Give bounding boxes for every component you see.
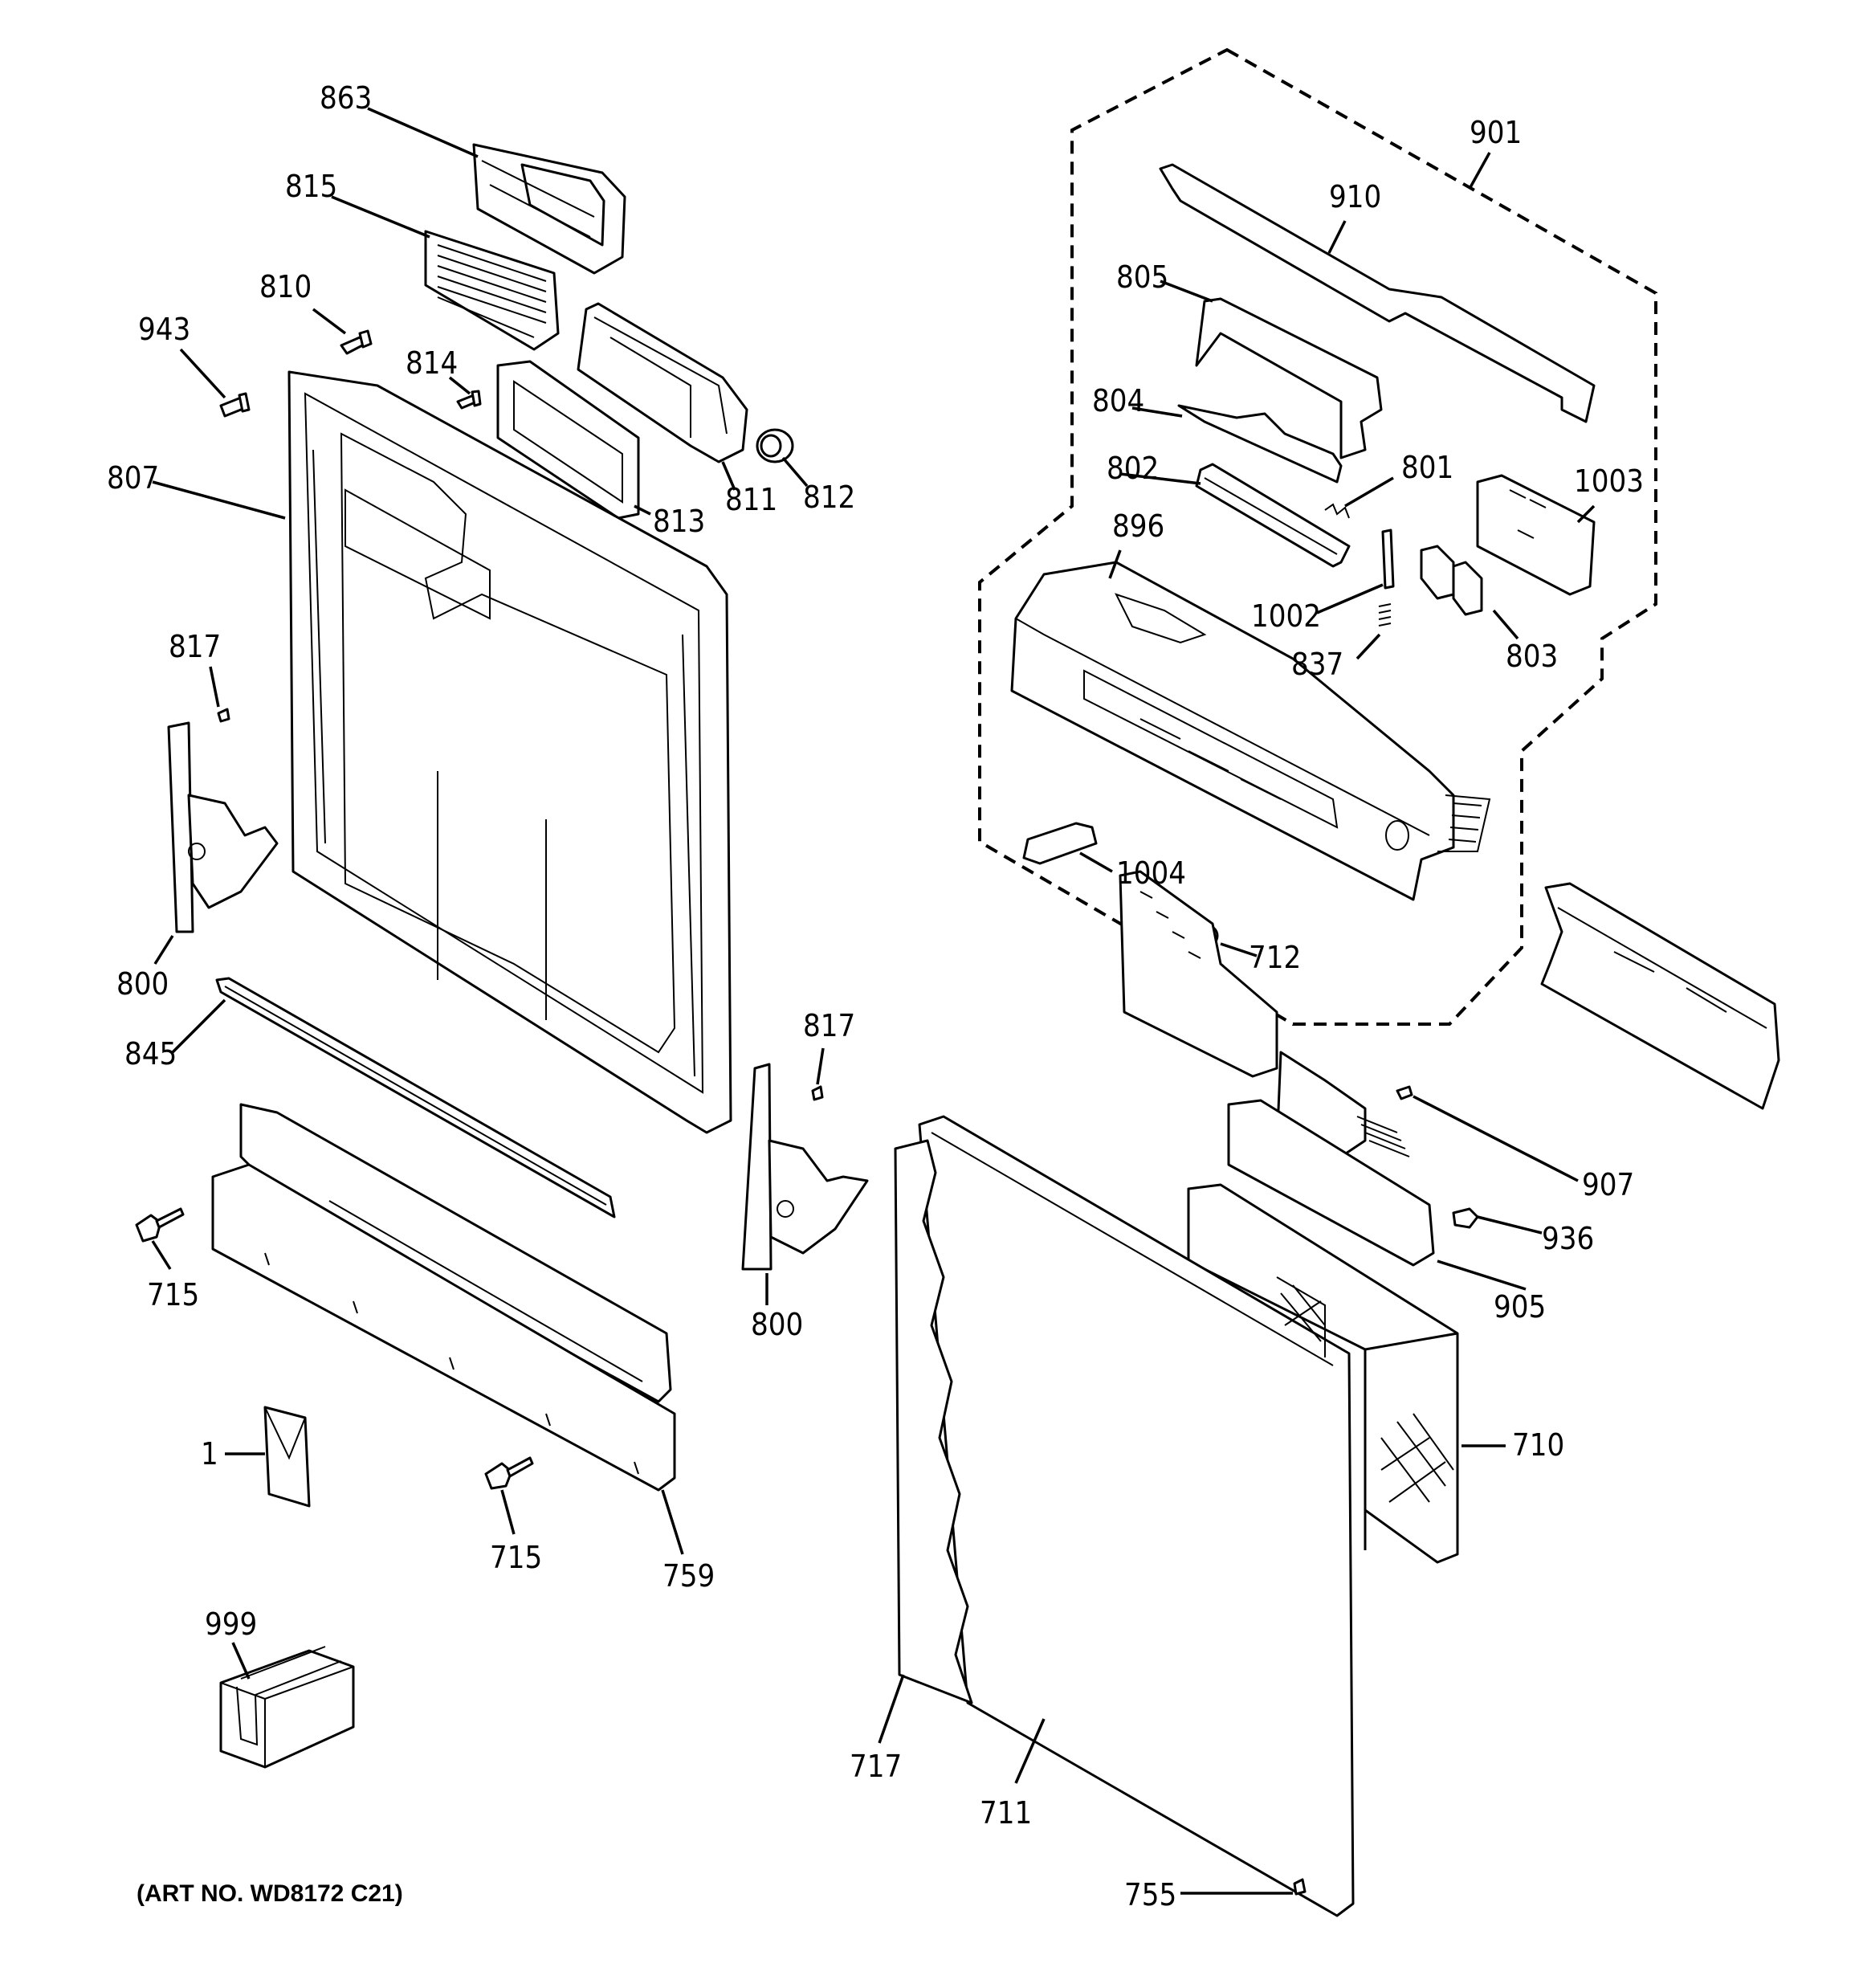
part-800-hinge-right (741, 1063, 869, 1271)
part-804-latch-bracket (1177, 404, 1343, 484)
part-711-outer-door-panel (918, 1115, 1355, 1917)
part-717-door-side-trim (894, 1139, 973, 1704)
label-715-left: 715 (147, 1277, 199, 1312)
label-1: 1 (201, 1436, 218, 1472)
label-910: 910 (1329, 179, 1381, 214)
part-815-vent-grille (424, 230, 560, 351)
label-804: 804 (1092, 383, 1144, 418)
label-807: 807 (107, 460, 159, 496)
label-817-left: 817 (169, 629, 221, 664)
label-812: 812 (803, 480, 855, 515)
label-755: 755 (1124, 1877, 1176, 1912)
label-712: 712 (1249, 940, 1301, 975)
part-936-clip (1452, 1207, 1479, 1229)
label-863: 863 (320, 80, 372, 116)
label-811: 811 (725, 482, 777, 517)
label-803: 803 (1506, 639, 1558, 674)
part-755-screw (1293, 1878, 1307, 1896)
part-817-screw-right (811, 1085, 824, 1101)
label-717: 717 (850, 1749, 902, 1784)
part-1-literature-envelope (263, 1406, 311, 1508)
label-813: 813 (653, 504, 705, 539)
part-905-button-strip (1119, 870, 1435, 1267)
part-813-dispenser-gasket (496, 360, 640, 520)
label-1002: 1002 (1251, 598, 1321, 634)
part-805-switch-bracket (1195, 297, 1383, 459)
part-801-spring (1324, 503, 1350, 519)
part-715-screw-middle (484, 1456, 534, 1490)
label-905: 905 (1494, 1289, 1546, 1325)
label-845: 845 (124, 1036, 177, 1072)
label-711: 711 (980, 1795, 1032, 1831)
part-999-kit-box (219, 1646, 355, 1769)
label-810: 810 (259, 269, 312, 304)
label-1003: 1003 (1574, 463, 1644, 499)
callout-labels: 863 815 810 943 814 807 811 812 813 817 … (107, 80, 1644, 1912)
label-936: 936 (1542, 1221, 1594, 1256)
part-control-cover-tray (1540, 882, 1780, 1110)
part-759-toe-panel (211, 1103, 676, 1492)
part-910-mounting-bracket (1159, 163, 1596, 423)
label-999: 999 (205, 1606, 257, 1642)
part-863-vent-cover (472, 143, 626, 275)
label-710: 710 (1512, 1427, 1564, 1463)
part-837-spring (1378, 603, 1392, 627)
art-number: (ART NO. WD8172 C21) (137, 1880, 403, 1907)
part-710-door-insulation (1187, 1183, 1459, 1564)
part-845-door-strip (215, 977, 616, 1219)
part-800-hinge-left (167, 721, 279, 933)
part-817-screw-left (217, 708, 230, 723)
label-896: 896 (1112, 508, 1164, 544)
part-807-inner-door-panel (287, 370, 732, 1134)
part-803-door-switch (1420, 545, 1483, 616)
label-901: 901 (1470, 115, 1522, 150)
label-802: 802 (1107, 451, 1159, 486)
part-802-door-handle (1195, 463, 1351, 568)
label-759: 759 (662, 1558, 715, 1594)
label-1004: 1004 (1116, 855, 1186, 891)
part-896-control-panel (1010, 561, 1491, 901)
part-812-dispenser-knob (756, 428, 794, 463)
part-1002-latch-pin (1381, 529, 1395, 590)
part-1003-control-board (1476, 474, 1596, 596)
label-800-left: 800 (116, 966, 169, 1002)
assembly-boundary-901 (978, 47, 1657, 1026)
part-907-screw (1396, 1085, 1413, 1100)
label-943: 943 (138, 312, 190, 347)
label-800-right: 800 (751, 1307, 803, 1342)
label-907: 907 (1582, 1167, 1634, 1202)
part-943-screw (219, 392, 251, 418)
label-815: 815 (285, 169, 337, 204)
leader-lines (151, 107, 1596, 1895)
part-811-detergent-dispenser (577, 302, 748, 463)
label-805: 805 (1116, 259, 1168, 295)
label-817-right: 817 (803, 1008, 855, 1043)
label-837: 837 (1291, 647, 1343, 682)
part-715-screw-left (135, 1207, 185, 1243)
label-715-middle: 715 (490, 1540, 542, 1575)
label-801: 801 (1401, 450, 1453, 485)
part-1004-clip (1022, 822, 1098, 865)
part-810-screw (340, 329, 373, 355)
label-814: 814 (406, 345, 458, 381)
part-814-screw (456, 390, 482, 410)
